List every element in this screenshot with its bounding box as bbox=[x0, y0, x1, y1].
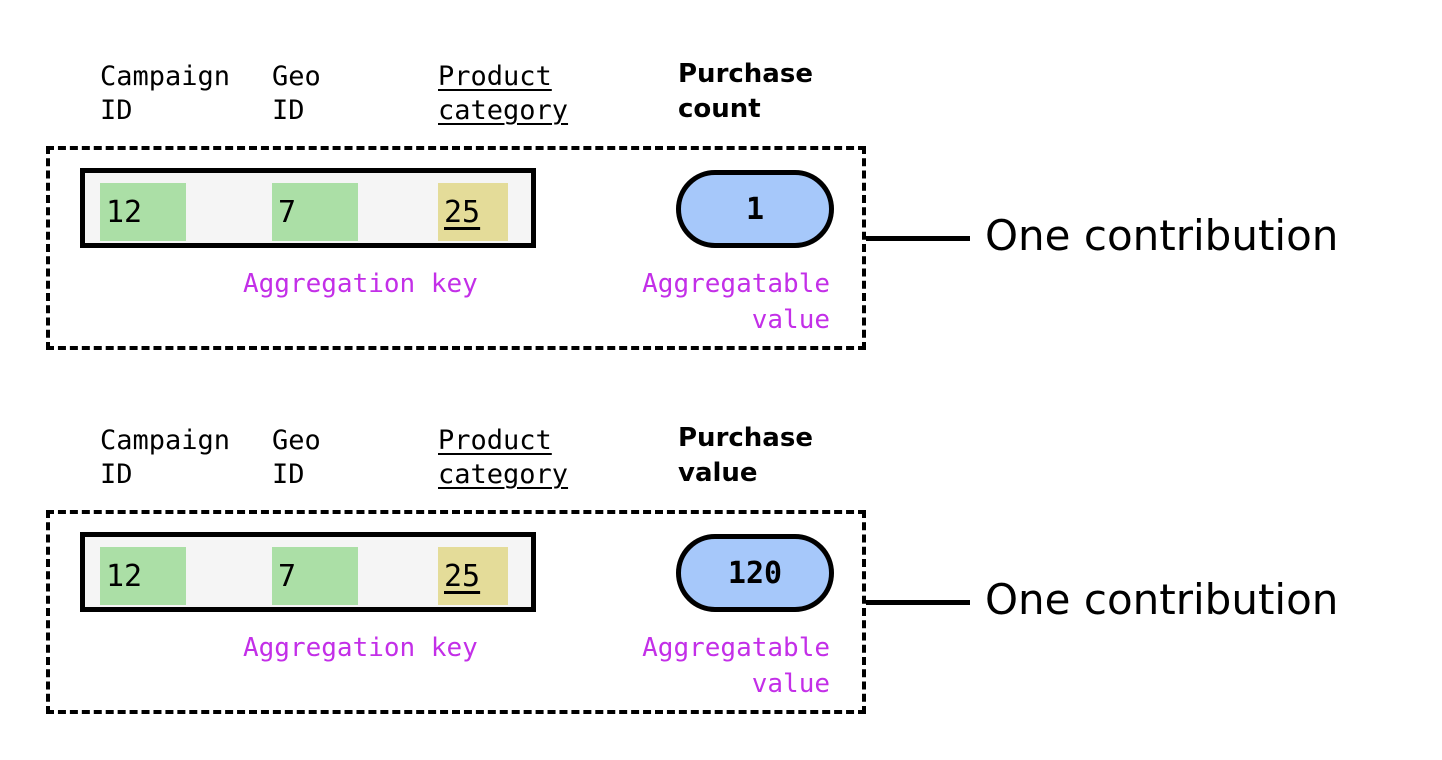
key-chip-campaign-id: 12 bbox=[100, 183, 186, 241]
aggregatable-value-text: 120 bbox=[727, 555, 783, 591]
aggregatable-value-text: 1 bbox=[745, 191, 765, 227]
aggregatable-value-label: Aggregatable value bbox=[642, 633, 830, 699]
key-chip-geo-id-value: 7 bbox=[278, 558, 297, 594]
key-chip-campaign-id-value: 12 bbox=[106, 194, 143, 230]
leader-line bbox=[866, 236, 970, 241]
key-chip-product-category: 25 bbox=[438, 547, 508, 605]
key-chip-campaign-id-value: 12 bbox=[106, 558, 143, 594]
key-chip-geo-id: 7 bbox=[272, 547, 358, 605]
column-header-metric: Purchase value bbox=[678, 423, 813, 488]
column-header-campaign-id: Campaign ID bbox=[100, 61, 231, 126]
aggregatable-value-pill: 120 bbox=[676, 534, 834, 612]
key-chip-product-category: 25 bbox=[438, 183, 508, 241]
column-header-campaign-id: Campaign ID bbox=[100, 425, 231, 490]
key-chip-campaign-id: 12 bbox=[100, 547, 186, 605]
leader-line bbox=[866, 600, 970, 605]
column-header-product-line2: category bbox=[438, 95, 569, 126]
contribution-container bbox=[46, 510, 866, 714]
column-header-product-line1: Product bbox=[438, 425, 552, 456]
aggregation-key-label: Aggregation key bbox=[243, 633, 478, 663]
aggregation-key-box: 12 7 25 bbox=[80, 532, 536, 612]
column-header-product-line2: category bbox=[438, 459, 569, 490]
column-header-metric: Purchase count bbox=[678, 59, 813, 124]
key-chip-product-category-value: 25 bbox=[444, 194, 481, 230]
contribution-container bbox=[46, 146, 866, 350]
key-chip-geo-id: 7 bbox=[272, 183, 358, 241]
contribution-caption: One contribution bbox=[985, 211, 1339, 260]
column-header-geo-id: Geo ID bbox=[272, 425, 321, 490]
key-chip-product-category-value: 25 bbox=[444, 558, 481, 594]
aggregation-key-box: 12 7 25 bbox=[80, 168, 536, 248]
contribution-caption: One contribution bbox=[985, 575, 1339, 624]
key-chip-geo-id-value: 7 bbox=[278, 194, 297, 230]
column-header-geo-id: Geo ID bbox=[272, 61, 321, 126]
aggregatable-value-pill: 1 bbox=[676, 170, 834, 248]
column-header-product-line1: Product bbox=[438, 61, 552, 92]
aggregatable-value-label: Aggregatable value bbox=[642, 269, 830, 335]
aggregation-key-label: Aggregation key bbox=[243, 269, 478, 299]
